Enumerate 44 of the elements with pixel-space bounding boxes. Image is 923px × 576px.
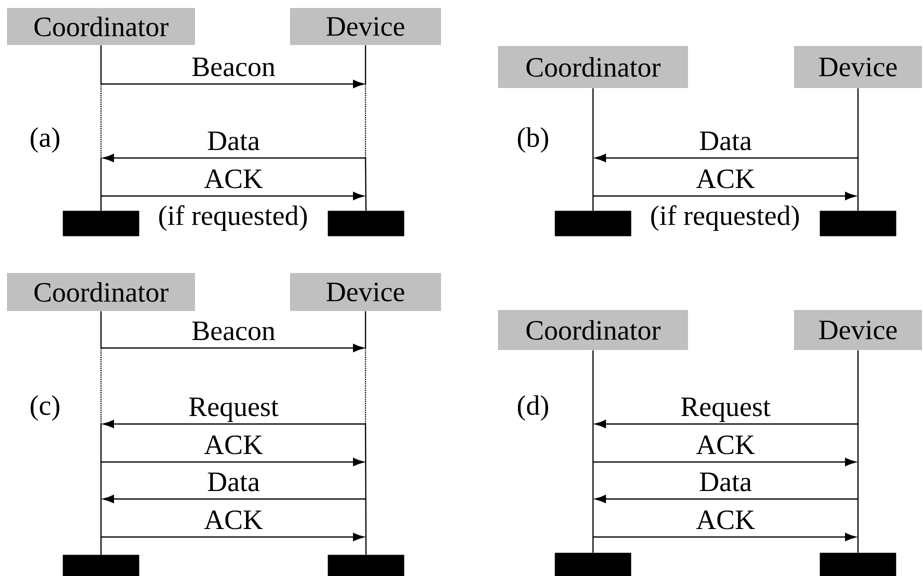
- lifeline: [364, 44, 367, 212]
- participant-box: Device: [290, 273, 441, 311]
- end-bar: [554, 552, 632, 576]
- message-label: Beacon: [192, 322, 276, 340]
- panel-label: (c): [30, 395, 60, 421]
- message-label: ACK: [204, 510, 263, 530]
- lifeline: [364, 310, 367, 556]
- message-label: ACK: [696, 510, 755, 530]
- participant-box: Device: [290, 8, 441, 45]
- message-label: Data: [700, 472, 752, 492]
- message-label: Request: [189, 398, 278, 422]
- message-label: ACK: [204, 169, 263, 188]
- participant-box: Coordinator: [7, 273, 195, 311]
- lifeline: [592, 350, 594, 553]
- end-bar: [328, 210, 404, 236]
- participant-box: Coordinator: [7, 8, 195, 45]
- message-label: Data: [700, 132, 752, 150]
- lifeline: [592, 88, 594, 211]
- lifeline: [100, 310, 102, 556]
- note-text: (if requested): [651, 205, 799, 231]
- participant-box: Device: [794, 310, 922, 350]
- message-label: ACK: [696, 435, 755, 454]
- message-label: ACK: [204, 435, 263, 454]
- end-bar: [328, 554, 404, 576]
- participant-box: Coordinator: [498, 310, 688, 350]
- panel-label: (a): [30, 127, 60, 153]
- end-bar: [820, 210, 896, 236]
- participant-box: Coordinator: [498, 46, 688, 88]
- panel-label: (d): [518, 395, 548, 421]
- message-label: Beacon: [192, 58, 276, 76]
- note-text: (if requested): [159, 205, 307, 231]
- message-label: Request: [681, 398, 770, 422]
- end-bar: [62, 210, 140, 236]
- message-label: Data: [208, 132, 260, 150]
- message-label: ACK: [696, 169, 755, 188]
- participant-box: Device: [794, 46, 922, 88]
- end-bar: [820, 552, 896, 576]
- lifeline: [857, 350, 859, 553]
- panel-label: (b): [518, 127, 548, 153]
- message-label: Data: [208, 472, 260, 492]
- end-bar: [554, 210, 632, 236]
- lifeline: [100, 44, 102, 212]
- end-bar: [62, 554, 140, 576]
- lifeline: [857, 88, 859, 211]
